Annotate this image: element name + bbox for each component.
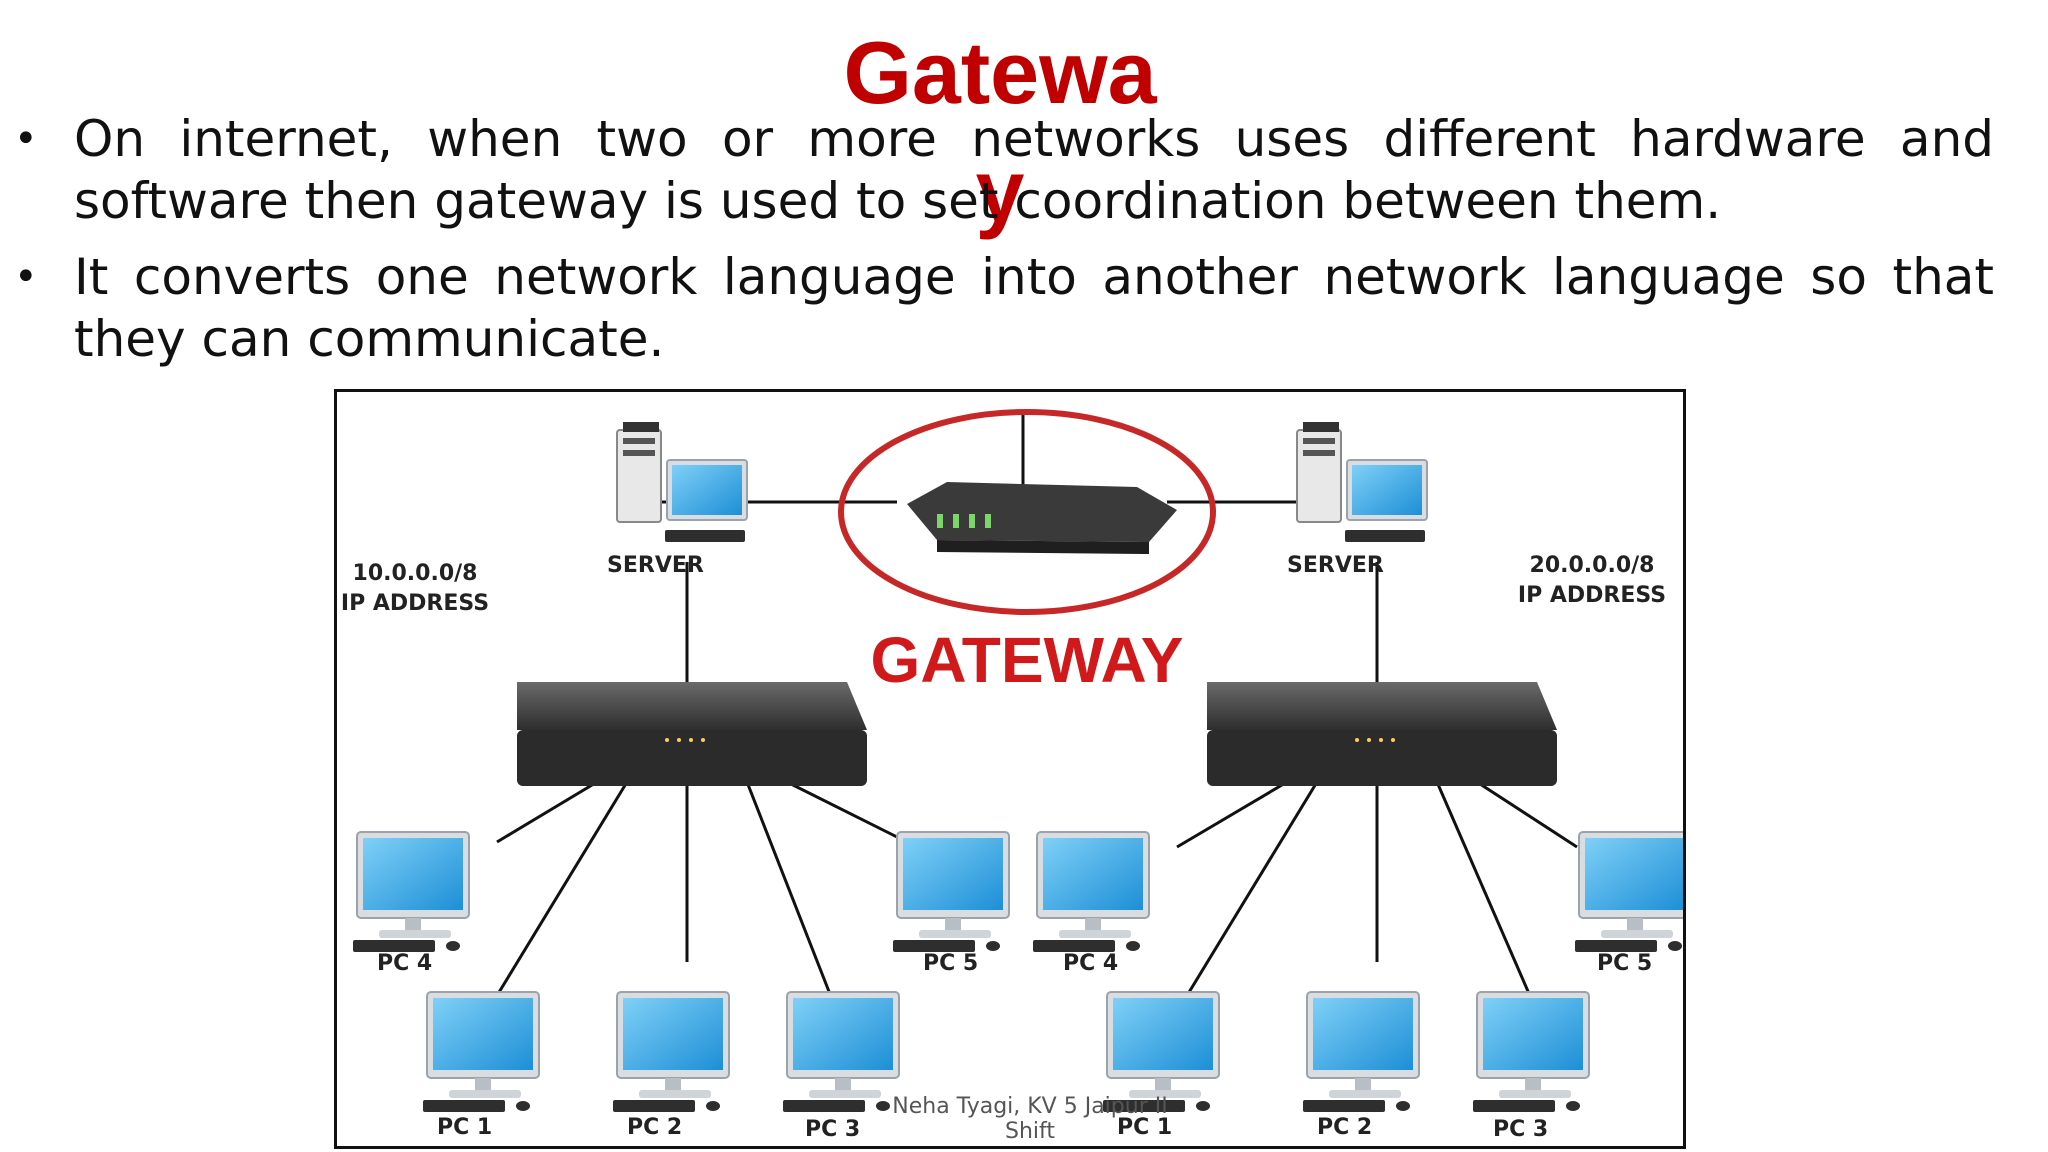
pc-label: PC 5 — [923, 951, 978, 976]
pc-label: PC 5 — [1597, 951, 1652, 976]
slide-title: Gateway — [843, 23, 1157, 240]
left-switch-icon — [517, 682, 867, 786]
right-switch-icon — [1207, 682, 1557, 786]
pc-label: PC 2 — [627, 1115, 682, 1140]
pc-label: PC 4 — [1063, 951, 1118, 976]
pc-label: PC 1 — [437, 1115, 492, 1140]
pc-icon — [1302, 991, 1420, 1113]
left-ip-value: 10.0.0.0/8 — [353, 561, 478, 586]
pc-label: PC 3 — [1493, 1117, 1548, 1142]
gateway-highlight-ellipse — [838, 409, 1216, 615]
bullet-text: It converts one network language into an… — [74, 248, 1994, 368]
gateway-label: GATEWAY — [871, 624, 1184, 696]
pc-icon — [1574, 831, 1692, 953]
pc-label: PC 3 — [805, 1117, 860, 1142]
bullet-text: On internet, when two or more networks u… — [74, 110, 1994, 230]
gateway-network-diagram: GATEWAY SERVER SERVER 10.0.0.0/8 IP ADDR… — [334, 389, 1692, 1149]
pc-icon — [1032, 831, 1150, 953]
pc-icon — [612, 991, 730, 1113]
pc-label: PC 4 — [377, 951, 432, 976]
right-ip-caption: IP ADDRESS — [1518, 583, 1666, 608]
pc-icon — [422, 991, 540, 1113]
network-diagram-svg: GATEWAY SERVER SERVER 10.0.0.0/8 IP ADDR… — [341, 409, 1692, 1142]
pc-icon — [1472, 991, 1590, 1113]
left-server-icon — [616, 421, 748, 543]
right-server-label: SERVER — [1287, 553, 1384, 578]
bullet-dot: • — [14, 254, 38, 300]
right-server-icon — [1296, 421, 1428, 543]
pc-label: PC 1 — [1117, 1115, 1172, 1140]
bullet-dot: • — [14, 116, 38, 162]
slide-footer: Neha Tyagi, KV 5 Jaipur II Shift — [892, 1094, 1168, 1144]
left-server-label: SERVER — [607, 553, 704, 578]
left-ip-caption: IP ADDRESS — [341, 591, 489, 616]
right-ip-value: 20.0.0.0/8 — [1530, 553, 1655, 578]
pc-icon — [892, 831, 1010, 953]
connection-lines — [485, 410, 1578, 1013]
pc-label: PC 2 — [1317, 1115, 1372, 1140]
router-icon — [907, 482, 1177, 554]
pc-icon — [352, 831, 470, 953]
